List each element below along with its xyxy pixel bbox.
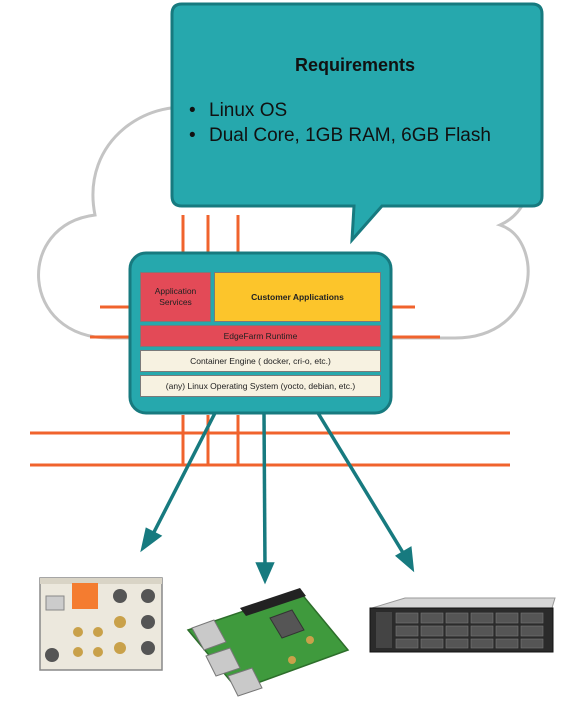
requirements-title: Requirements	[294, 55, 416, 75]
deploy-arrows	[140, 412, 415, 585]
application-services-layer: Application Services	[140, 272, 211, 322]
requirements-callout-content: Requirements Linux OS Dual Core, 1GB RAM…	[175, 55, 535, 148]
requirement-item: Dual Core, 1GB RAM, 6GB Flash	[189, 123, 535, 148]
container-engine-layer: Container Engine ( docker, cri-o, etc.)	[140, 350, 381, 372]
linux-os-layer: (any) Linux Operating System (yocto, deb…	[140, 375, 381, 397]
wires	[30, 215, 510, 467]
industrial-device-icon	[39, 577, 163, 671]
rack-server-icon	[369, 597, 556, 653]
requirement-item: Linux OS	[189, 98, 535, 123]
edgefarm-runtime-layer: EdgeFarm Runtime	[140, 325, 381, 347]
requirements-list: Linux OS Dual Core, 1GB RAM, 6GB Flash	[175, 98, 535, 148]
customer-applications-layer: Customer Applications	[214, 272, 381, 322]
raspberry-pi-board-icon	[186, 588, 350, 697]
